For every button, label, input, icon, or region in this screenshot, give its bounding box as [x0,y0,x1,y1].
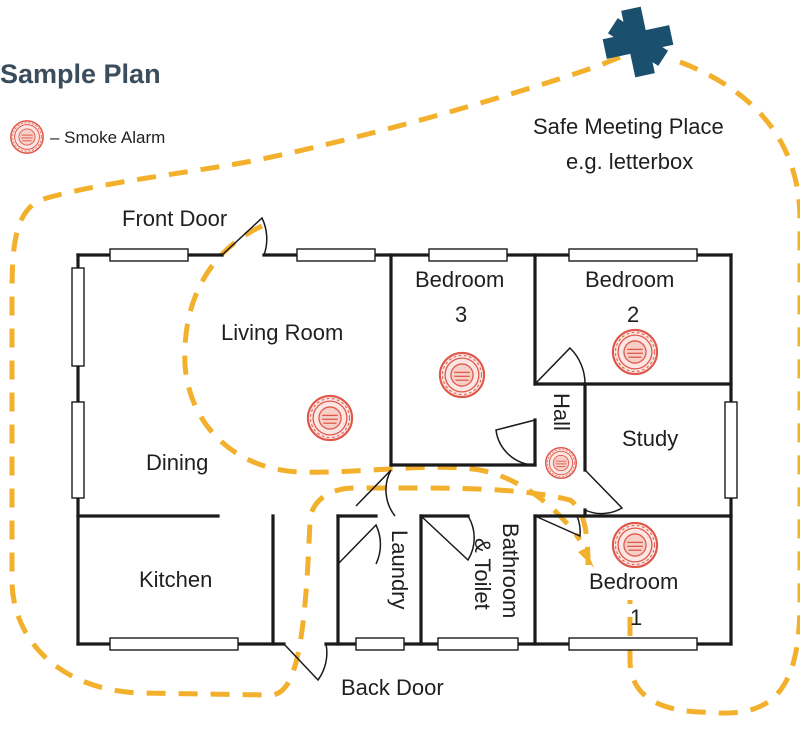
dining-label: Dining [146,450,208,475]
smoke-alarms [306,328,659,569]
bedroom-3-number: 3 [455,302,467,327]
study-label: Study [622,426,678,451]
smoke-alarm-icon [611,521,659,569]
back-door [283,643,328,682]
meeting-place-line1: Safe Meeting Place [533,114,724,139]
back-door-label: Back Door [341,675,444,700]
doors [221,216,624,682]
meeting-place-marker-icon [602,6,674,78]
meeting-place: Safe Meeting Place e.g. letterbox [533,6,724,174]
smoke-alarm-icon [10,120,44,154]
bedroom-2-label: Bedroom [585,267,674,292]
bedroom-3-label: Bedroom [415,267,504,292]
living-room-label: Living Room [221,320,343,345]
windows [71,248,738,651]
front-door [221,216,268,256]
toilet-label: & Toilet [470,538,495,610]
hall-label: Hall [549,393,574,431]
bedroom-1-number: 1 [630,605,642,630]
laundry-label: Laundry [387,530,412,610]
bathroom-label: Bathroom [498,523,523,618]
smoke-alarm-icon [306,394,354,442]
page-title: Sample Plan [0,59,161,89]
route-arrow [578,548,594,568]
escape-route-living [182,223,583,542]
legend-label: – Smoke Alarm [50,128,165,147]
escape-route [9,54,800,716]
front-door-label: Front Door [122,206,227,231]
escape-route-outer [9,54,621,698]
smoke-alarm-icon [438,351,486,399]
bedroom-2-number: 2 [627,302,639,327]
smoke-alarm-icon [544,446,578,480]
bedroom-1-label: Bedroom [589,569,678,594]
meeting-place-line2: e.g. letterbox [566,149,693,174]
kitchen-label: Kitchen [139,567,212,592]
smoke-alarm-icon [611,328,659,376]
legend: – Smoke Alarm [10,120,165,154]
